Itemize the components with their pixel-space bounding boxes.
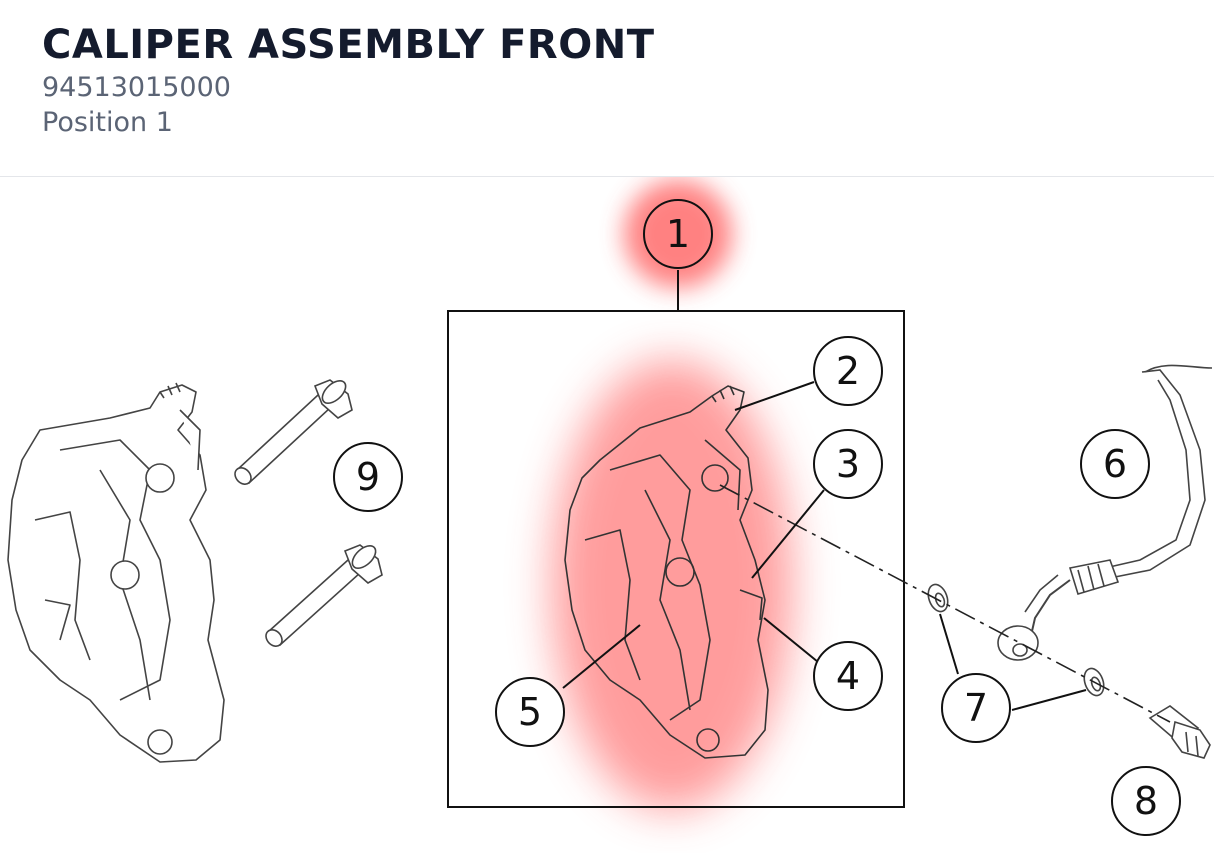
callout-circle: [813, 641, 883, 711]
page-title: CALIPER ASSEMBLY FRONT: [42, 22, 655, 68]
callout-circle: [813, 429, 883, 499]
leader-lines: [562, 381, 1087, 711]
callout-6[interactable]: 6: [1080, 429, 1150, 499]
callouts-layer: 1 2 3 4 5 6 7 8 9: [333, 199, 1181, 836]
caliper-drawing-main: [564, 385, 769, 759]
left-caliper-drawing: [7, 382, 225, 763]
bolt-drawing-lower: [265, 544, 383, 647]
callout-9[interactable]: 9: [333, 442, 403, 512]
callout-3[interactable]: 3: [813, 429, 883, 499]
brake-hose-drawing: [997, 364, 1213, 661]
callout-circle: [813, 336, 883, 406]
callout-number: 2: [836, 349, 860, 393]
position-label: Position 1: [42, 107, 173, 138]
callout-number: 1: [666, 212, 690, 256]
callout-number: 8: [1134, 779, 1158, 823]
callout-number: 3: [836, 442, 860, 486]
callout-number: 7: [964, 686, 988, 730]
exploded-parts-diagram: 1 2 3 4 5 6 7 8 9: [7, 180, 1213, 836]
callout-1[interactable]: 1: [643, 199, 713, 269]
callout-number: 6: [1103, 442, 1127, 486]
selected-caliper-highlight: [552, 360, 792, 810]
callout-circle: [1080, 429, 1150, 499]
callout-circle: [643, 199, 713, 269]
selected-callout-highlight: [624, 180, 732, 288]
callout-8[interactable]: 8: [1111, 766, 1181, 836]
bolt-drawing-upper: [234, 379, 353, 485]
callout-number: 9: [356, 455, 380, 499]
callout-7[interactable]: 7: [941, 673, 1011, 743]
banjo-bolt-drawing: [1148, 705, 1211, 759]
callout-circle: [495, 677, 565, 747]
callout-2[interactable]: 2: [813, 336, 883, 406]
callout-circle: [333, 442, 403, 512]
assembly-box: [447, 310, 905, 808]
callout-number: 5: [518, 690, 542, 734]
callout-number: 4: [836, 654, 860, 698]
callout-circle: [941, 673, 1011, 743]
callout-circle: [1111, 766, 1181, 836]
part-number: 94513015000: [42, 72, 231, 103]
header: CALIPER ASSEMBLY FRONT 94513015000 Posit…: [0, 0, 1214, 177]
callout-5[interactable]: 5: [495, 677, 565, 747]
callout-4[interactable]: 4: [813, 641, 883, 711]
